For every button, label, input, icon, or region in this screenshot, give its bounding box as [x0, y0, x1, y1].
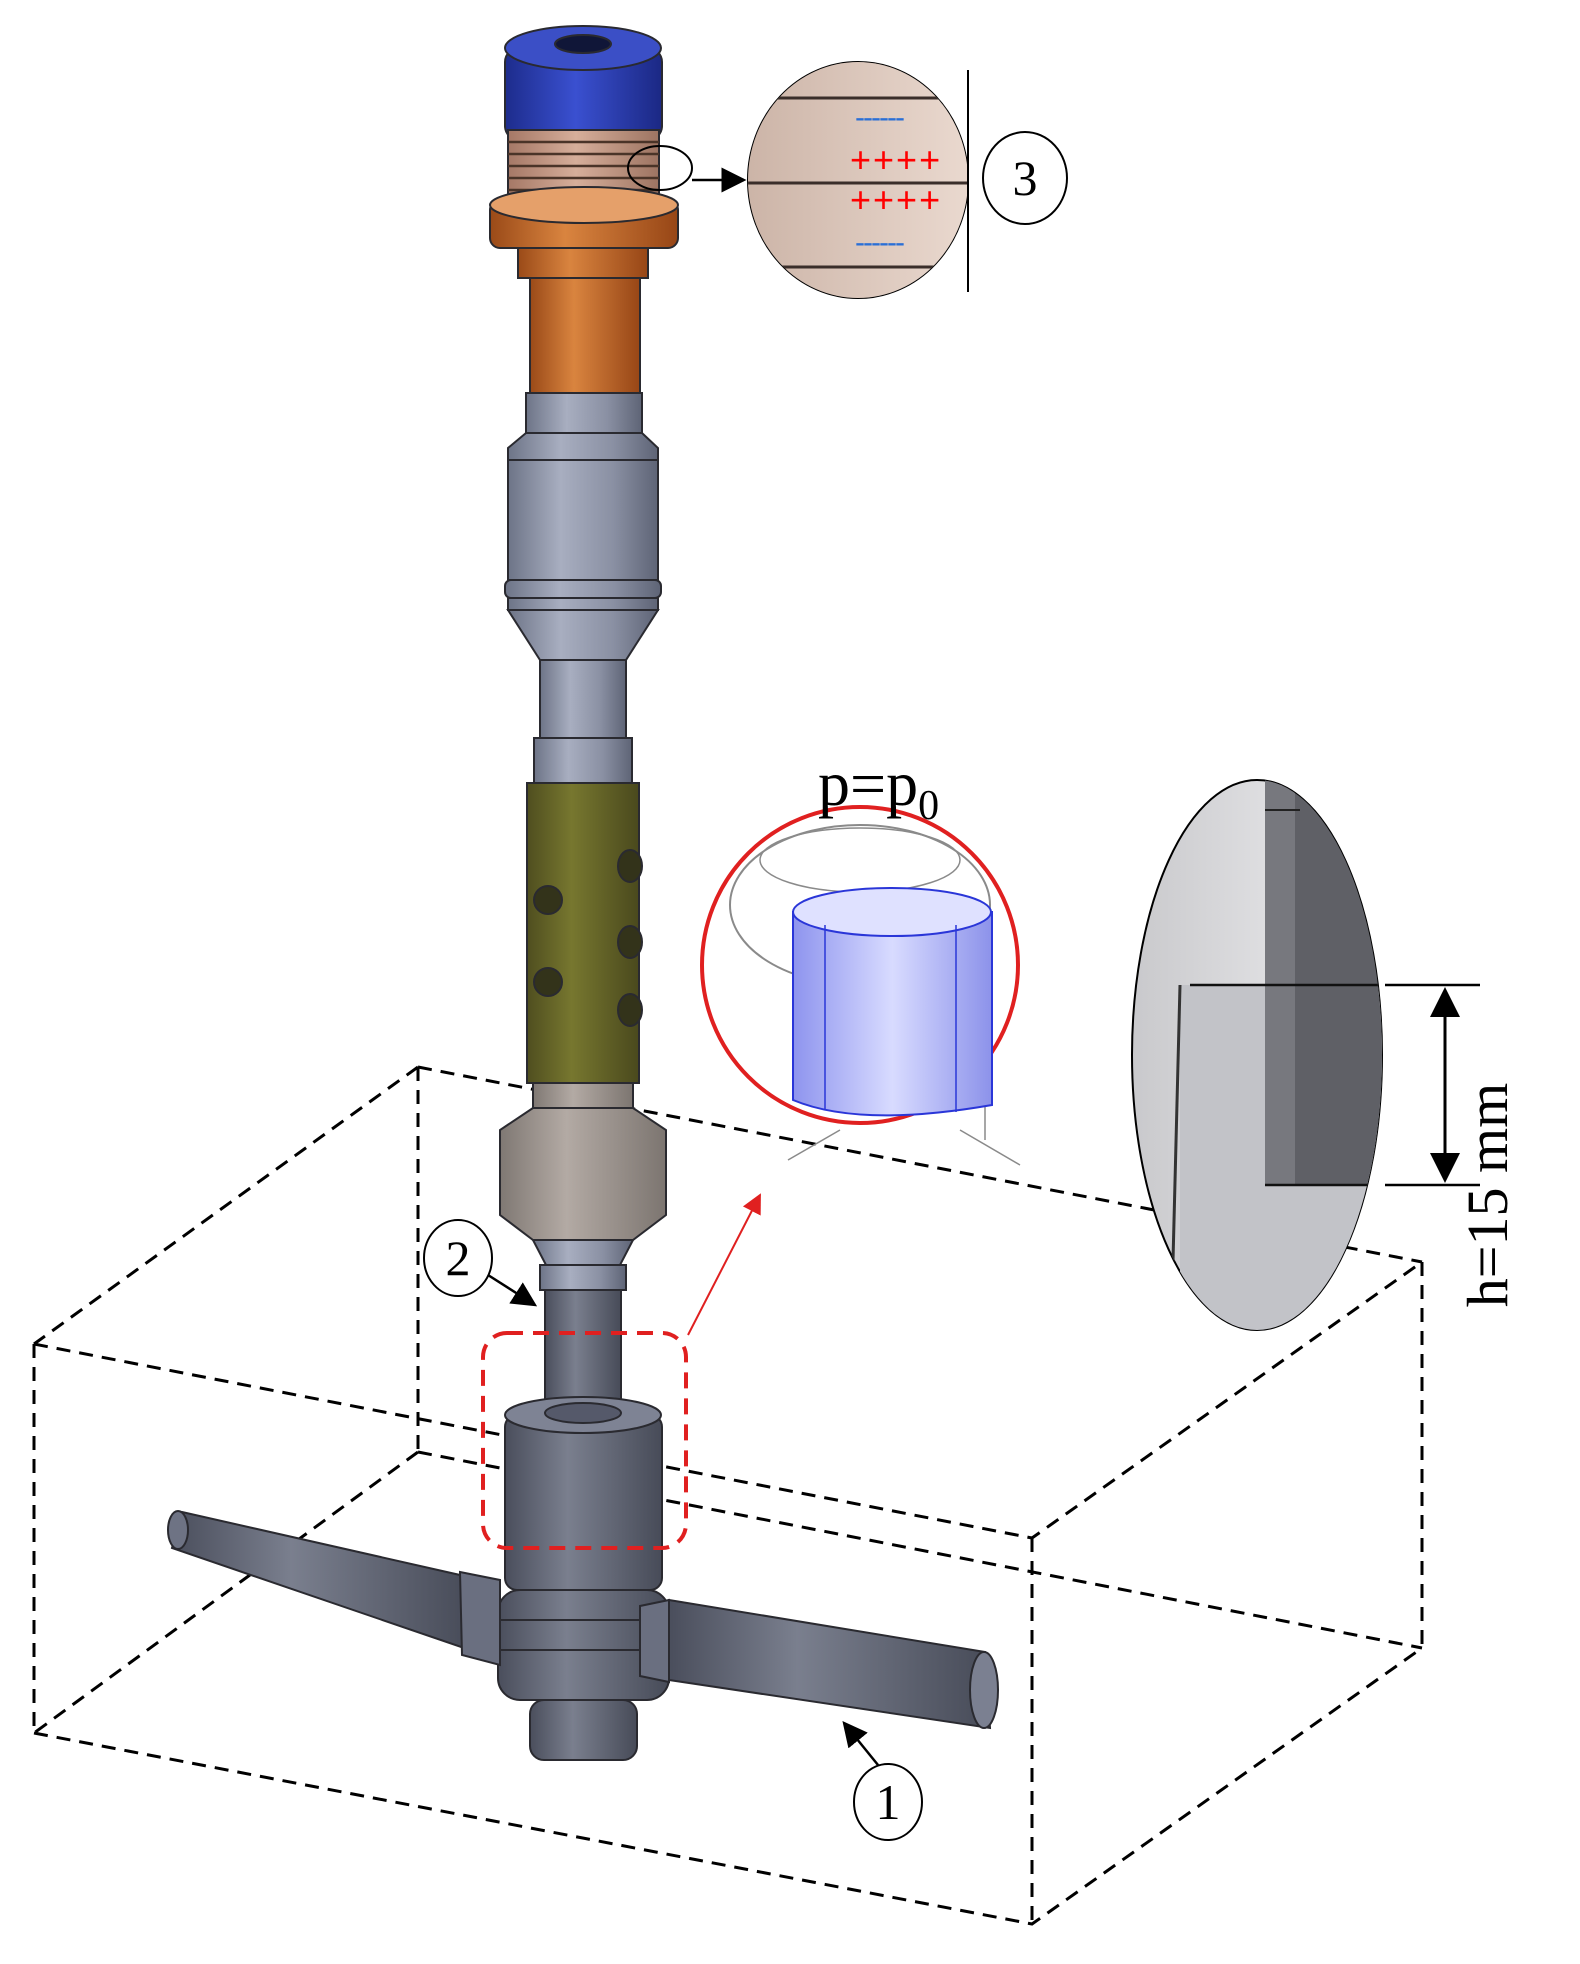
callout-1-circle	[853, 1763, 923, 1841]
callout-2-circle	[423, 1219, 493, 1297]
highlight-arrow	[687, 1193, 761, 1336]
orange-flange	[489, 186, 679, 394]
callout-3-label: 3	[1012, 150, 1038, 206]
olive-sleeve	[526, 782, 643, 1084]
box-bottom-left-edge	[33, 1450, 419, 1735]
right-blade	[639, 1598, 999, 1730]
pressure-zoom	[700, 805, 1021, 1166]
depth-zoom	[1131, 779, 1383, 1331]
pressure-boundary-label: p=p0	[818, 752, 940, 829]
immersion-height-label: h=15 mm	[1455, 1082, 1520, 1308]
box-bottom-front-edges	[33, 1646, 1423, 1926]
callout-3-circle	[982, 131, 1068, 225]
pressure-subscript: 0	[918, 783, 940, 829]
box-top-left-edge	[33, 1065, 419, 1346]
impeller-hub	[497, 1396, 670, 1761]
height-dimension	[1385, 983, 1480, 1187]
probe-cylinder	[792, 887, 993, 1117]
callout-1-label: 1	[875, 1774, 901, 1830]
transducer-assembly	[167, 25, 999, 1761]
charge-detail-marker	[627, 145, 693, 191]
plus-charges-lower: ++++	[850, 179, 943, 220]
minus-charges-top: ------	[855, 101, 905, 134]
pressure-lhs: p=p	[818, 748, 919, 819]
minus-charges-bottom: ------	[855, 226, 905, 259]
callout-2-label: 2	[445, 1230, 471, 1286]
highlight-region	[481, 1331, 688, 1550]
callout-2-arrow	[487, 1273, 538, 1307]
upper-shaft	[504, 392, 662, 784]
callout-1-arrow	[842, 1721, 879, 1766]
blue-cap	[504, 25, 663, 141]
grey-horn	[499, 1082, 667, 1291]
plus-charges-upper: ++++	[850, 139, 943, 180]
charge-zoom	[747, 61, 969, 299]
left-blade	[167, 1510, 501, 1667]
